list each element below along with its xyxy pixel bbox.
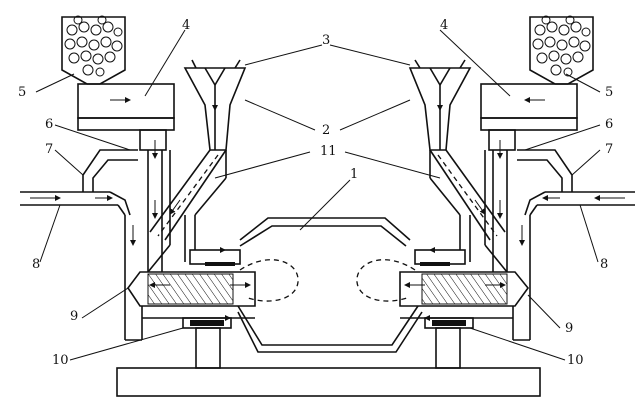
right-inner-plate <box>414 249 466 265</box>
label-9-left: 9 <box>70 309 78 324</box>
label-2: 2 <box>322 123 330 138</box>
label-7-right: 7 <box>605 142 613 157</box>
right-hopper <box>529 15 594 85</box>
label-8-left: 8 <box>32 257 40 272</box>
right-branch-pipe <box>517 149 573 192</box>
left-screw-conveyor <box>124 271 256 341</box>
central-reactor <box>237 217 423 353</box>
left-inlet-pipe <box>20 191 131 216</box>
label-6-left: 6 <box>45 117 53 132</box>
label-9-right: 9 <box>565 321 573 336</box>
label-10-right: 10 <box>567 353 584 368</box>
label-10-left: 10 <box>52 353 69 368</box>
right-vertical-duct <box>484 150 538 273</box>
right-diagonal-chute <box>429 149 506 262</box>
label-11: 11 <box>320 144 337 159</box>
base-platform <box>116 367 541 397</box>
left-support <box>182 317 232 369</box>
left-feeder-box <box>77 83 175 151</box>
label-4-right: 4 <box>440 18 448 33</box>
left-branch-pipe <box>82 149 138 192</box>
right-feeder-box <box>480 83 578 151</box>
label-5-left: 5 <box>18 85 26 100</box>
right-support <box>424 317 474 369</box>
right-inner-plate-fill <box>420 262 450 266</box>
label-1: 1 <box>350 167 358 182</box>
left-inner-plate-fill <box>205 262 235 266</box>
label-8-right: 8 <box>600 257 608 272</box>
label-3: 3 <box>322 33 330 48</box>
flow-arrows <box>30 88 625 321</box>
left-vertical-duct <box>117 150 171 273</box>
right-circulation-flow <box>356 259 416 302</box>
leader-lines <box>35 29 601 361</box>
label-6-right: 6 <box>605 117 613 132</box>
right-inlet-pipe <box>524 191 635 216</box>
left-diagonal-chute <box>149 149 227 262</box>
right-screw-conveyor <box>399 271 531 341</box>
label-7-left: 7 <box>45 142 53 157</box>
label-5-right: 5 <box>605 85 613 100</box>
label-4-left: 4 <box>182 18 190 33</box>
left-inner-plate <box>189 249 241 265</box>
left-hopper <box>61 15 126 85</box>
left-circulation-flow <box>239 259 299 302</box>
